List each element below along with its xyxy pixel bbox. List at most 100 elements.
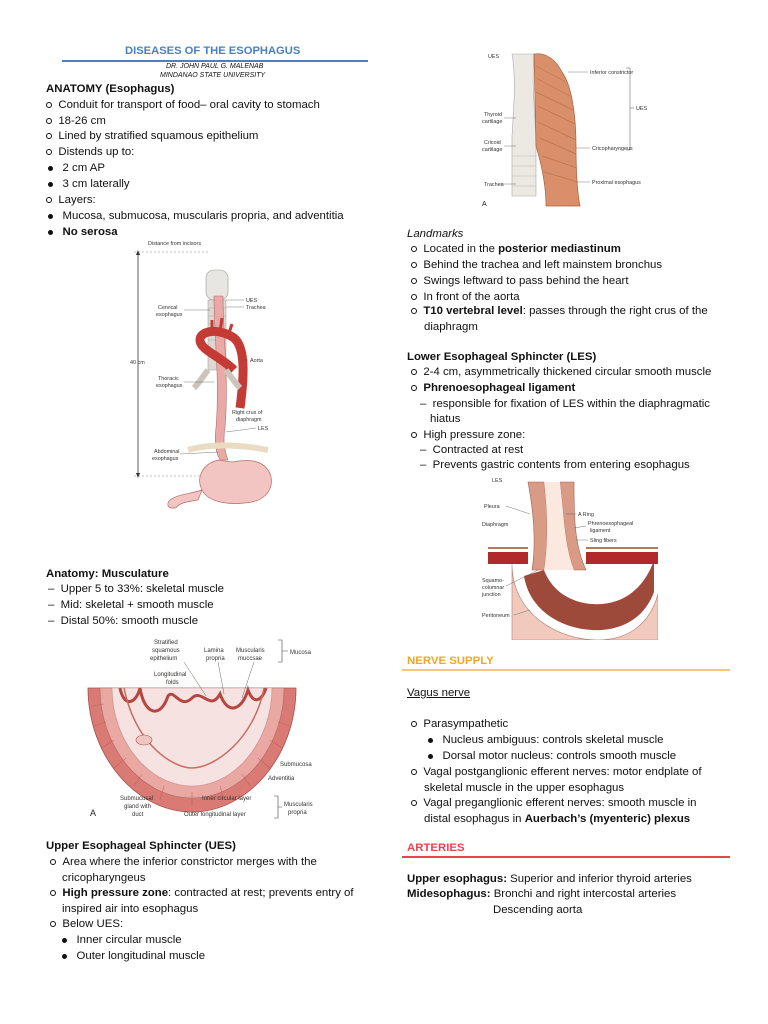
svg-text:cartilage: cartilage [482,147,502,153]
aorta-shape [195,327,248,409]
distends-item: 2 cm AP [48,160,105,176]
cartilage-column [511,53,537,197]
arteries-heading: ARTERIES [407,842,465,854]
arteries-upper: Upper esophagus: Superior and inferior t… [407,873,692,885]
ues-item-cont: inspired air into esophagus [62,903,199,915]
les-subitem: – Contracted at rest [420,444,524,456]
title-underline [62,60,368,62]
ues-item: Area where the inferior constrictor merg… [50,854,317,870]
svg-text:diaphragm: diaphragm [236,417,262,423]
esophagus-figure: Distance from incisors 40 cm Cervical es… [130,241,272,509]
nerve-item-cont: skeletal muscle in the upper esophagus [424,782,625,794]
svg-text:UES: UES [246,298,257,304]
vagus-nerve-label: Vagus nerve [407,687,471,699]
arteries-mid-cont: Descending aorta [493,904,583,916]
layers-item: No serosa [48,224,118,240]
duodenum-shape [167,489,203,509]
bronchi-shape [191,368,243,391]
svg-text:Sling fibers: Sling fibers [590,538,617,544]
anatomy-item: Layers: [46,192,96,208]
circle-bullet-icon [50,859,56,865]
svg-text:propria: propria [288,810,307,816]
svg-text:Pleura: Pleura [484,504,500,510]
svg-text:Trachea: Trachea [484,182,504,188]
svg-text:A: A [482,201,487,208]
svg-text:Outer longitudinal layer: Outer longitudinal layer [184,812,246,818]
musculature-item: – Mid: skeletal + smooth muscle [48,599,214,611]
les-item: Phrenoesophageal ligament [411,380,575,396]
circle-bullet-icon [411,769,417,775]
diaphragm-left [488,552,528,564]
svg-text:Aorta: Aorta [250,358,263,364]
svg-text:UES: UES [636,106,647,112]
svg-text:Peritoneum: Peritoneum [482,613,510,619]
svg-text:Squamo-: Squamo- [482,578,504,584]
circle-bullet-icon [50,921,56,927]
svg-text:propria: propria [206,656,225,662]
les-heading: Lower Esophageal Sphincter (LES) [407,351,597,363]
diaphragm-shape [187,442,269,453]
svg-text:gland with: gland with [124,804,151,810]
document-title: DISEASES OF THE ESOPHAGUS [125,45,301,57]
mucosal-folds [118,685,268,713]
diaphragm-right [586,552,658,564]
dot-bullet-icon [428,754,433,759]
svg-text:cartilage: cartilage [482,119,502,125]
circle-bullet-icon [411,278,417,284]
svg-text:Muscularis: Muscularis [284,802,313,808]
svg-text:duct: duct [132,812,144,818]
arteries-heading-underline [402,856,730,858]
svg-text:A Ring: A Ring [578,512,594,518]
arrow-up-icon [136,250,140,255]
les-subitem: – Prevents gastric contents from enterin… [420,459,690,471]
les-subitem: – responsible for fixation of LES within… [420,398,710,410]
svg-text:Phrenoesophageal: Phrenoesophageal [588,521,633,527]
landmark-item: Behind the trachea and left mainstem bro… [411,257,662,273]
les-subitem-cont: hiatus [430,413,461,425]
svg-text:Cricopharyngeus: Cricopharyngeus [592,146,633,152]
anatomy-item: Distends up to: [46,144,134,160]
arteries-mid: Midesophagus: Bronchi and right intercos… [407,888,677,900]
nerve-item: Vagal postganglionic efferent nerves: mo… [411,764,702,780]
stomach-shape [199,459,272,504]
svg-text:Thyroid: Thyroid [484,112,502,118]
ues-figure: UES Inferior constrictor UES Thyroid car… [482,53,647,208]
circle-bullet-icon [411,246,417,252]
landmarks-heading: Landmarks [407,228,464,240]
anatomy-item: Lined by stratified squamous epithelium [46,128,258,144]
circle-bullet-icon [411,369,417,375]
svg-text:Trachea: Trachea [246,305,266,311]
svg-text:Abdominal: Abdominal [154,449,179,455]
distends-item: 3 cm laterally [48,176,130,192]
submucosa-shape [111,687,273,787]
circle-bullet-icon [50,890,56,896]
esophagus-lumen [544,482,574,570]
landmark-item: Located in the posterior mediastinum [411,241,621,257]
svg-text:Cricoid: Cricoid [484,140,501,146]
circle-bullet-icon [46,118,52,124]
svg-text:A: A [90,808,96,818]
ues-item: Below UES: [50,916,123,932]
svg-text:epithelium: epithelium [150,656,177,662]
nerve-heading: NERVE SUPPLY [407,655,494,667]
cross-section-figure: Stratified squamous epithelium Lamina pr… [87,639,313,819]
les-item: High pressure zone: [411,427,525,443]
svg-text:ligament: ligament [590,528,611,534]
anatomy-item: 18-26 cm [46,113,106,129]
dot-bullet-icon [48,182,53,187]
submucosal-gland [135,734,153,746]
fig-top-label: Distance from incisors [148,241,201,247]
dot-bullet-icon [48,166,53,171]
circle-bullet-icon [411,432,417,438]
svg-text:Longitudinal: Longitudinal [154,672,186,678]
ues-heading: Upper Esophageal Sphincter (UES) [46,840,236,852]
musculature-item: – Upper 5 to 33%: skeletal muscle [48,583,225,595]
svg-text:junction: junction [481,592,501,598]
circle-bullet-icon [411,262,417,268]
author-line: DR. JOHN PAUL G. MALENAB [166,63,264,70]
landmark-item: In front of the aorta [411,289,520,305]
landmark-item-cont: diaphragm [424,321,478,333]
nerve-item: Parasympathetic [411,716,508,732]
svg-text:esophagus: esophagus [152,456,179,462]
ues-below-item: Inner circular muscle [62,932,182,948]
